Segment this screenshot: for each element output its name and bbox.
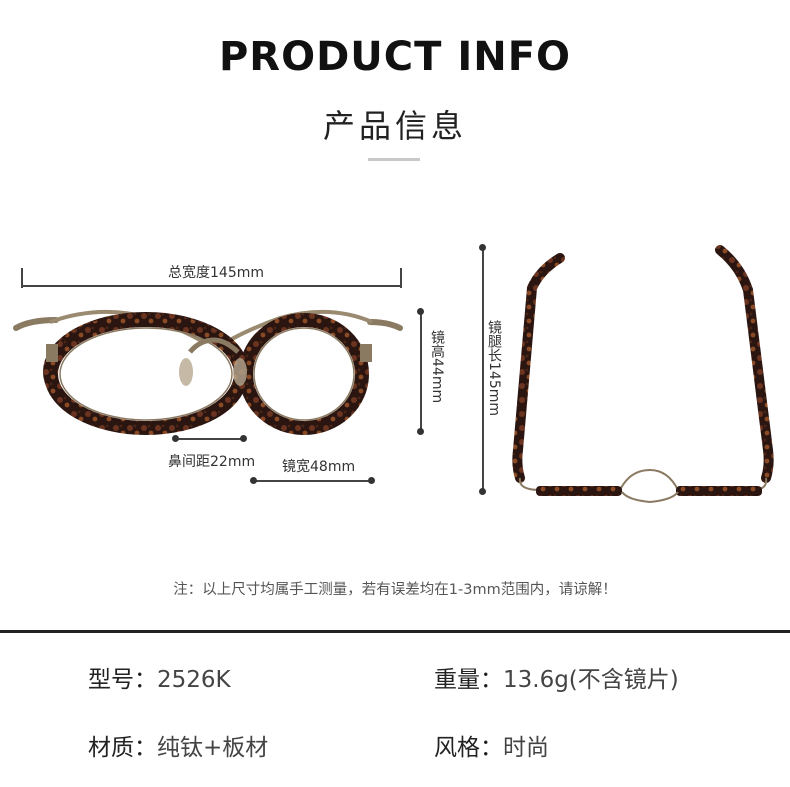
lens-width-dot-left — [250, 477, 257, 484]
temple-length-dot-bottom — [479, 488, 486, 495]
section-divider — [0, 630, 790, 633]
spec-model-value: 2526K — [157, 667, 231, 693]
spec-material-value: 纯钛+板材 — [157, 735, 269, 761]
front-view-glasses — [13, 309, 403, 435]
bridge-line — [176, 438, 244, 440]
lens-width-label: 镜宽48mm — [282, 459, 356, 475]
lens-height-label: 镜高44mm — [429, 330, 445, 404]
spec-weight-value: 13.6g(不含镜片) — [503, 667, 679, 693]
total-width-label: 总宽度145mm — [168, 265, 264, 281]
temple-length-dot-top — [479, 244, 486, 251]
total-width-tick-left — [21, 268, 23, 288]
measurement-note: 注：以上尺寸均属手工测量，若有误差均在1-3mm范围内，请谅解！ — [173, 582, 617, 598]
bridge-label: 鼻间距22mm — [168, 454, 256, 470]
spec-material: 材质：纯钛+板材 — [88, 728, 268, 762]
bridge-dot-right — [240, 435, 247, 442]
lens-height-dot-bottom — [417, 428, 424, 435]
top-view-glasses — [512, 245, 774, 504]
title-english: PRODUCT INFO — [218, 34, 572, 80]
total-width-tick-right — [400, 268, 402, 288]
spec-style: 风格：时尚 — [434, 728, 549, 762]
total-width-line — [22, 285, 402, 287]
lens-height-dot-top — [417, 308, 424, 315]
spec-style-label: 风格： — [434, 735, 503, 761]
spec-weight-label: 重量： — [434, 667, 503, 693]
lens-width-line — [254, 480, 372, 482]
temple-length-label: 镜腿长145mm — [486, 320, 502, 416]
spec-model-label: 型号： — [88, 667, 157, 693]
lens-width-dot-right — [368, 477, 375, 484]
title-chinese: 产品信息 — [322, 107, 467, 145]
spec-material-label: 材质： — [88, 735, 157, 761]
temple-length-line — [482, 248, 484, 492]
bridge-dot-left — [172, 435, 179, 442]
glasses-illustration — [13, 245, 774, 504]
spec-weight: 重量：13.6g(不含镜片) — [434, 660, 679, 694]
spec-style-value: 时尚 — [503, 735, 549, 761]
spec-model: 型号：2526K — [88, 660, 231, 694]
title-underline — [368, 158, 420, 161]
lens-height-line — [420, 312, 422, 432]
